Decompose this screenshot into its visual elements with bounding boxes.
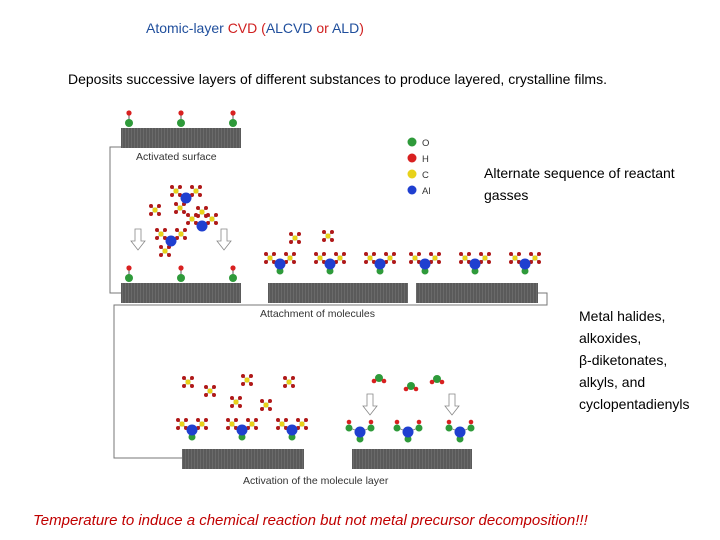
cycle-connector-lines	[109, 146, 548, 459]
byproduct-molecules	[181, 373, 296, 412]
footer-note: Temperature to induce a chemical reactio…	[33, 512, 588, 529]
precursor-item: alkoxides,	[579, 330, 642, 346]
panel-attachment-left	[121, 264, 241, 303]
precursor-item: Metal halides,	[579, 308, 666, 324]
title-part: or	[312, 20, 332, 36]
panel-attachment-middle: Attachment of molecules	[260, 229, 408, 320]
title-alcvd: ALCVD	[265, 20, 313, 36]
legend-label-o: O	[422, 138, 429, 149]
precursor-molecules-gas	[130, 185, 232, 257]
panel-activation-left: Activation of the molecule layer	[176, 418, 389, 487]
water-molecules-gas	[362, 374, 460, 416]
title-part: Atomic-layer	[146, 20, 228, 36]
oxygen-legend-dot	[407, 137, 417, 147]
page-title: Atomic-layer CVD (ALCVD or ALD)	[146, 20, 364, 36]
alternate-sequence-note: Alternate sequence of reactant gasses	[484, 165, 675, 203]
legend-label-h: H	[422, 154, 429, 165]
panel-activated-surface: Activated surface	[121, 109, 241, 163]
title-part: )	[359, 20, 364, 36]
legend-label-al: Al	[422, 186, 430, 197]
legend: O H C Al	[407, 137, 430, 197]
title-cvd: CVD	[227, 20, 258, 36]
hydrogen-legend-dot	[407, 153, 417, 163]
title-part: (	[257, 20, 266, 36]
precursor-item: cyclopentadienyls	[579, 396, 690, 412]
precursor-item: alkyls, and	[579, 374, 646, 390]
title-ald: ALD	[331, 20, 360, 36]
panel-activation-right	[345, 419, 475, 469]
precursor-item: β-diketonates,	[579, 352, 668, 368]
metal-precursor-list: Metal halides, alkoxides, β-diketonates,…	[579, 305, 719, 415]
carbon-legend-dot	[407, 169, 417, 179]
aluminum-legend-dot	[407, 185, 417, 195]
label-attachment-of-molecules: Attachment of molecules	[260, 308, 375, 320]
legend-label-c: C	[422, 170, 429, 181]
label-activated-surface: Activated surface	[136, 151, 217, 163]
subtitle: Deposits successive layers of different …	[68, 71, 607, 87]
label-activation-of-molecule-layer: Activation of the molecule layer	[243, 475, 389, 487]
panel-attachment-right	[409, 252, 541, 303]
